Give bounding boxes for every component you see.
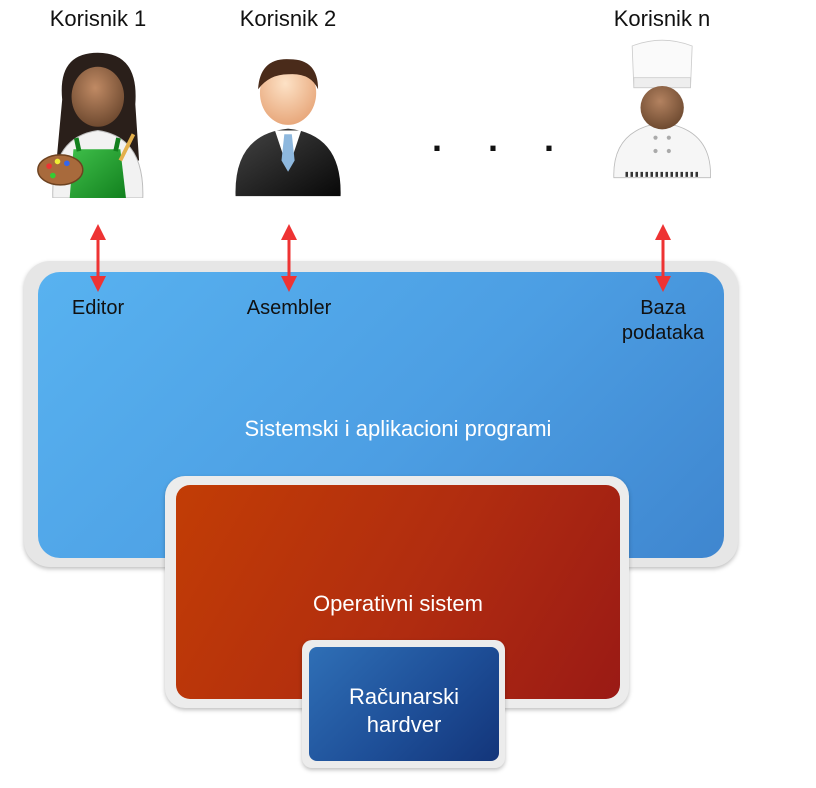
user-2-label: Korisnik 2	[239, 6, 337, 31]
hardware-layer-title: Računarski hardver	[309, 683, 499, 739]
app-assembler-label: Asembler	[246, 297, 332, 319]
app-editor-label: Editor	[71, 297, 125, 319]
database-double-arrow-icon	[655, 224, 671, 292]
os-layer-title: Operativni sistem	[313, 591, 483, 616]
app-database-label: Baza podataka	[583, 296, 743, 346]
businessman-avatar-icon	[235, 59, 341, 197]
hardware-layer-title-line1: Računarski	[348, 684, 460, 709]
hardware-layer	[309, 647, 499, 761]
hardware-layer-title-line2: hardver	[366, 712, 442, 737]
more-users-ellipsis: . . .	[432, 118, 573, 159]
chef-avatar-icon	[613, 39, 711, 179]
editor-double-arrow-icon	[90, 224, 106, 292]
app-database-label-line1: Baza	[640, 297, 686, 319]
user-n-label: Korisnik n	[613, 6, 711, 31]
app-database-label-line2: podataka	[621, 322, 705, 344]
applications-layer-title: Sistemski i aplikacioni programi	[244, 416, 552, 441]
assembler-double-arrow-icon	[281, 224, 297, 292]
painter-avatar-icon	[37, 52, 144, 198]
user-1-label: Korisnik 1	[49, 6, 147, 31]
